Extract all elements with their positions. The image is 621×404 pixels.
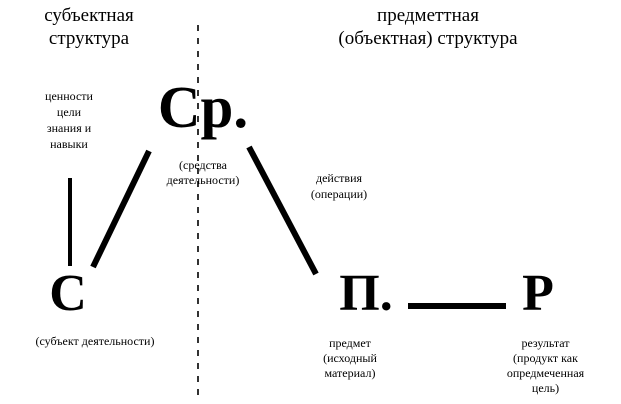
node-means-caption: (средства деятельности) bbox=[166, 158, 240, 187]
node-result-caption: результат (продукт как опредмеченная цел… bbox=[506, 336, 585, 395]
node-object-letter: П. bbox=[339, 265, 393, 322]
edge-label-values: ценности цели знания и навыки bbox=[45, 89, 93, 151]
heading-object-structure: предметтная (объектная) структура bbox=[338, 5, 518, 49]
node-subject-caption: (субъект деятельности) bbox=[35, 334, 155, 348]
heading-subject-structure: субъектная структура bbox=[44, 5, 134, 49]
node-means-letter: Ср. bbox=[157, 74, 249, 140]
node-object-caption: предмет (исходный материал) bbox=[323, 336, 377, 380]
node-subject-letter: С bbox=[49, 265, 87, 322]
node-result-letter: Р bbox=[522, 265, 554, 322]
edge-label-actions: действия (операции) bbox=[310, 171, 368, 201]
